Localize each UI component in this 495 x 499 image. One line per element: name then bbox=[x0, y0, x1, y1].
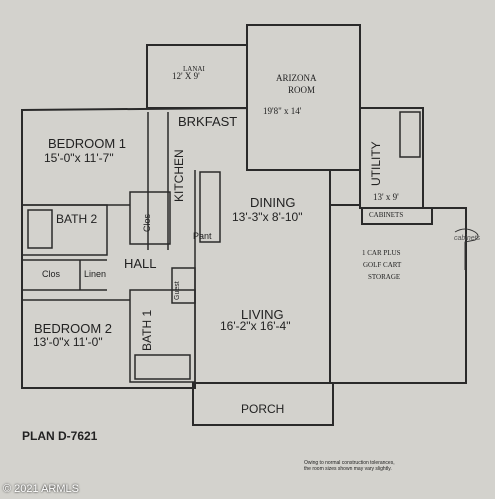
kitchen-label: KITCHEN bbox=[172, 149, 186, 202]
bath1-label: BATH 1 bbox=[140, 309, 154, 351]
closet-label: Clos bbox=[142, 213, 152, 232]
cabinets-label: CABINETS bbox=[369, 211, 404, 219]
handwritten-note: cabinets bbox=[454, 235, 481, 242]
lanai-dims: 12' X 9' bbox=[172, 71, 200, 81]
breakfast-label: BRKFAST bbox=[178, 114, 238, 129]
porch-walls bbox=[192, 382, 334, 426]
size-note-line-2: the room sizes shown may vary slightly. bbox=[304, 466, 392, 472]
cabinets-walls bbox=[361, 207, 433, 225]
lanai-label: LANAI bbox=[183, 65, 205, 73]
copyright-watermark: © 2021 ARMLS bbox=[3, 483, 79, 495]
bedroom2-dims: 13'-0"x 11'-0" bbox=[33, 335, 103, 349]
bedroom1-dims: 15'-0"x 11'-7" bbox=[44, 151, 114, 165]
porch-label: PORCH bbox=[241, 402, 285, 416]
utility-dims: 13' x 9' bbox=[373, 192, 399, 202]
arizona-room-dims: 19'8" x 14' bbox=[263, 106, 302, 116]
dining-label: DINING bbox=[250, 195, 296, 210]
bath2-label: BATH 2 bbox=[56, 212, 98, 226]
linen-label: Linen bbox=[84, 269, 107, 279]
pantry-label: Pant bbox=[193, 231, 212, 241]
living-label: LIVING bbox=[241, 307, 284, 322]
hall-label: HALL bbox=[124, 256, 157, 271]
garage-label-1: 1 CAR PLUS bbox=[362, 249, 401, 257]
closet2-label: Clos bbox=[42, 269, 61, 279]
arizona-room-label: ARIZONA bbox=[276, 73, 317, 83]
guest-label: Guest bbox=[174, 281, 181, 300]
size-note-line-1: Owing to normal construction tolerances, bbox=[304, 460, 395, 466]
garage-label-3: STORAGE bbox=[368, 273, 401, 281]
dining-dims: 13'-3"x 8'-10" bbox=[232, 210, 303, 224]
garage-label-2: GOLF CART bbox=[363, 261, 402, 269]
arizona-room-walls bbox=[246, 24, 361, 171]
arizona-room-label-2: ROOM bbox=[288, 85, 316, 95]
living-dims: 16'-2"x 16'-4" bbox=[220, 319, 291, 333]
garage-walls bbox=[330, 204, 467, 384]
plan-title: PLAN D-7621 bbox=[22, 429, 98, 443]
bedroom1-label: BEDROOM 1 bbox=[48, 136, 127, 151]
utility-label: UTILITY bbox=[369, 141, 383, 186]
bedroom2-label: BEDROOM 2 bbox=[34, 321, 113, 336]
